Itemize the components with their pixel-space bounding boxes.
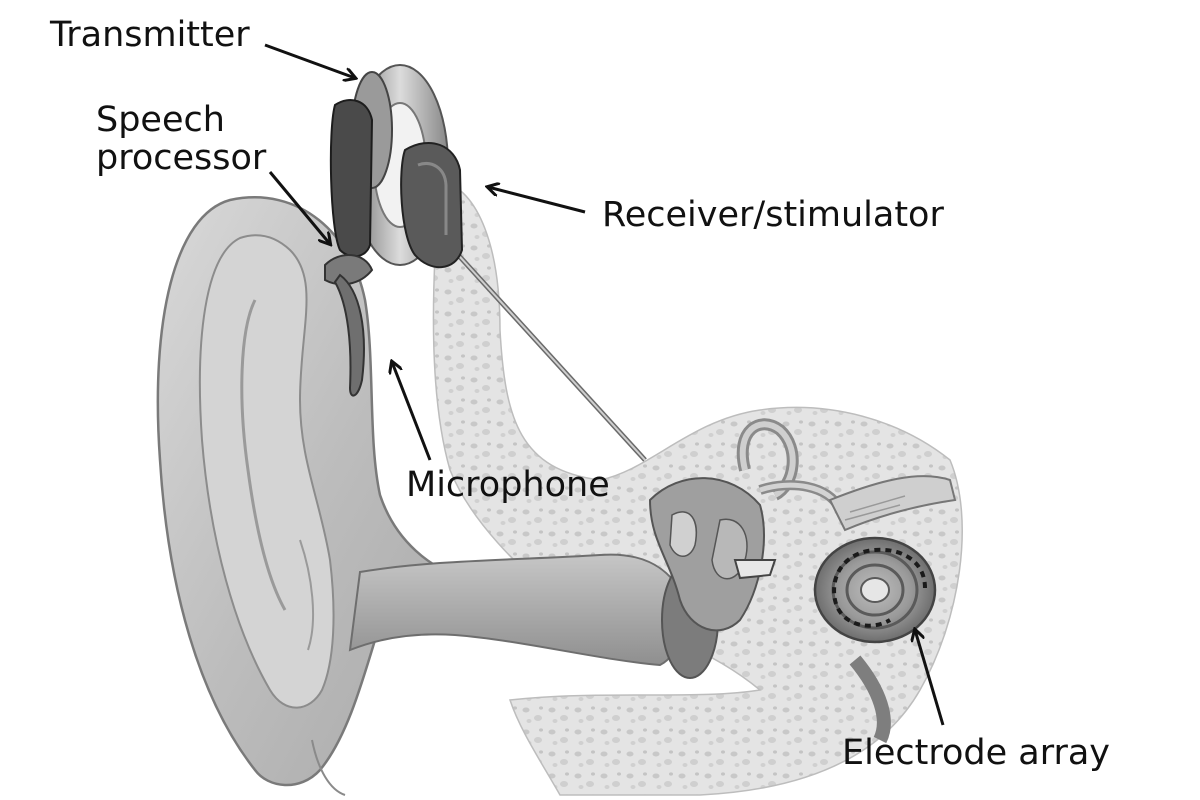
receiver-arrow	[488, 187, 585, 212]
label-speech-processor-line2: processor	[96, 139, 266, 177]
label-transmitter: Transmitter	[50, 16, 250, 54]
label-microphone: Microphone	[406, 466, 610, 504]
transmitter-arrow	[265, 45, 355, 78]
microphone-arrow	[392, 362, 430, 460]
ear-canal	[350, 555, 718, 678]
cochlea	[815, 538, 935, 642]
label-speech-processor-line1: Speech	[96, 100, 225, 140]
label-receiver-stimulator: Receiver/stimulator	[602, 196, 944, 234]
label-electrode-array: Electrode array	[842, 734, 1110, 772]
receiver-stimulator-device	[401, 143, 462, 267]
label-speech-processor: Speech processor	[96, 101, 266, 177]
